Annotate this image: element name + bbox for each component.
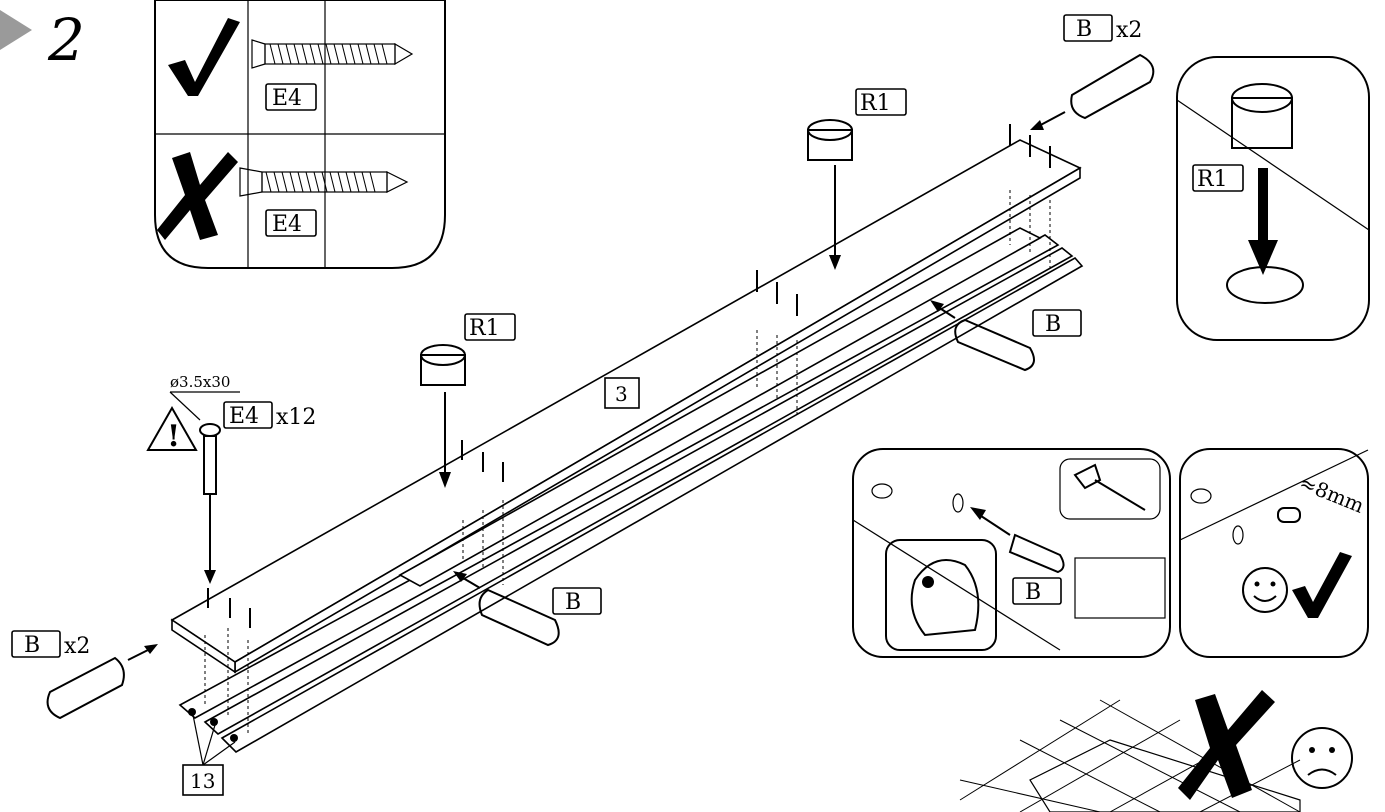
step-indicator: 2 xyxy=(0,6,85,74)
main-board-assembly xyxy=(170,139,1084,753)
check-icon xyxy=(168,18,240,96)
part-3-box xyxy=(604,377,640,409)
cross-icon xyxy=(1178,690,1275,800)
cam-hole-icon xyxy=(871,483,893,499)
middle-rail xyxy=(398,227,1042,587)
step-number: 2 xyxy=(47,6,85,74)
check-icon xyxy=(1292,552,1352,618)
depth-label: ≈8mm xyxy=(1296,470,1368,518)
e4-screw-callout: ø3.5x30 ! E4 x12 xyxy=(146,373,316,584)
b-middle-right-label: B xyxy=(1045,312,1061,337)
r1-inset: R1 xyxy=(1176,56,1370,341)
dowel-icon xyxy=(954,318,1035,372)
dowel-left: B x2 xyxy=(11,630,158,720)
sad-face-icon xyxy=(1291,727,1353,789)
screw-wrong-icon xyxy=(239,167,409,197)
dowel-icon xyxy=(478,588,560,647)
b-top-right-qty: x2 xyxy=(1116,18,1142,43)
e4-wrong-label: E4 xyxy=(272,212,302,237)
hammer-inset: B xyxy=(852,448,1171,658)
svg-text:!: ! xyxy=(167,419,180,454)
wrong-example xyxy=(959,690,1353,812)
r1-middle-label: R1 xyxy=(469,316,500,341)
step-arrow-icon xyxy=(0,10,32,50)
b-hammer-label: B xyxy=(1025,580,1041,605)
hammer-icon xyxy=(1059,458,1161,520)
b-middle-left-label: B xyxy=(565,590,581,615)
dowel-icon xyxy=(1070,53,1155,120)
rail-13-a xyxy=(178,234,1060,719)
screws-group xyxy=(207,124,1051,628)
screw-orientation-inset: E4 E4 xyxy=(154,0,446,269)
dowel-icon xyxy=(46,656,125,720)
screw-e4-icon xyxy=(199,423,221,437)
e4-label: E4 xyxy=(229,404,259,429)
dowel-middle-left: B xyxy=(453,571,602,647)
screw-spec: ø3.5x30 xyxy=(170,373,230,391)
smiley-icon xyxy=(1242,567,1288,613)
dowel-icon xyxy=(1008,533,1065,574)
e4-qty: x12 xyxy=(276,405,316,430)
part-13-label: 13 xyxy=(190,769,215,793)
rail-13-b xyxy=(203,247,1074,735)
part-3-label: 3 xyxy=(615,382,628,406)
r1-inset-label: R1 xyxy=(1197,167,1228,192)
b-top-right-label: B xyxy=(1076,17,1092,42)
r1-top-label: R1 xyxy=(860,91,891,116)
part-13-box xyxy=(182,764,224,796)
cross-icon xyxy=(157,152,238,240)
b-left-label: B xyxy=(24,633,40,658)
dowel-protrusion-icon xyxy=(1277,507,1301,523)
r1-cam-top: R1 xyxy=(807,88,907,270)
dowel-middle-right: B xyxy=(930,300,1082,372)
r1-cam-middle: R1 xyxy=(420,313,516,488)
depth-inset: ≈8mm xyxy=(1179,448,1369,658)
hole-icon xyxy=(1226,266,1304,304)
safety-glasses-icon xyxy=(885,539,997,651)
screw-correct-icon xyxy=(251,39,414,69)
b-left-qty: x2 xyxy=(64,634,90,659)
warning-icon xyxy=(146,405,198,451)
dowel-top-right: B x2 xyxy=(1030,14,1155,130)
cam-hole-icon xyxy=(1190,488,1212,504)
rail-13-c xyxy=(220,256,1084,753)
e4-correct-label: E4 xyxy=(272,86,302,111)
